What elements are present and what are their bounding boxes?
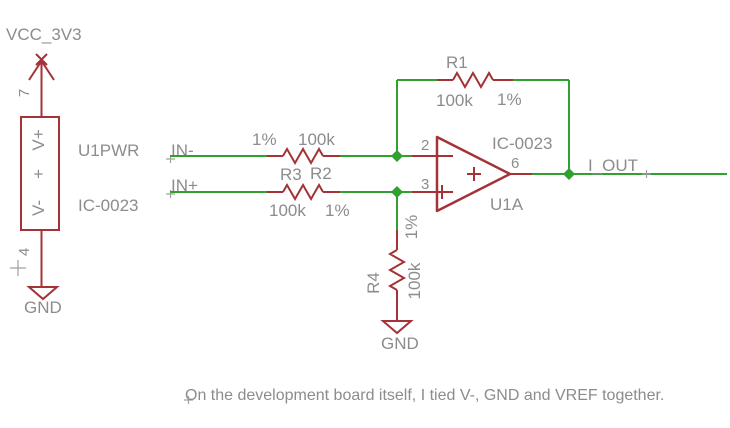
r1-zigzag [452, 70, 494, 90]
power-box-value: IC-0023 [78, 196, 138, 215]
pin2-number: 2 [421, 137, 429, 154]
caption-area: On the development board itself, I tied … [184, 387, 664, 404]
pin3-number: 3 [421, 176, 429, 193]
ic-power-box: V+ + V- U1PWR IC-0023 [20, 116, 139, 231]
r2-tolerance-label: 1% [252, 130, 277, 149]
in-minus-label: IN- [171, 141, 194, 160]
i-out-origin-cross-icon [642, 170, 651, 178]
left-ground-symbol: 4 GND [10, 230, 62, 317]
caption-origin-cross-icon [184, 396, 193, 404]
r4-value-label: 100k [405, 262, 424, 299]
r2-name-label: R2 [310, 164, 332, 183]
opamp-u1a: 2 3 6 IC-0023 U1A [412, 134, 552, 214]
in-plus-label: IN+ [171, 176, 198, 195]
r4-name-label: R4 [364, 272, 383, 294]
pin6-number: 6 [511, 155, 519, 172]
opamp-triangle [435, 135, 512, 213]
r1-name-label: R1 [446, 53, 468, 72]
r3-zigzag [282, 182, 324, 202]
junction-pin2 [391, 150, 403, 162]
i-out-label: I_OUT [588, 156, 638, 175]
r4-gnd-triangle-icon [380, 320, 414, 335]
power-box-ref: U1PWR [78, 141, 139, 160]
power-box-vminus-label: V- [29, 200, 48, 216]
r3-name-label: R3 [280, 165, 302, 184]
r4-tolerance-label: 1% [402, 215, 421, 240]
r1-value-label: 100k [436, 91, 473, 110]
r1-tolerance-label: 1% [497, 90, 522, 109]
r2-value-label: 100k [298, 130, 335, 149]
vcc-power-symbol: VCC_3V3 7 [6, 25, 82, 117]
pin7-number: 7 [16, 89, 33, 97]
pin4-number: 4 [16, 248, 33, 256]
in-plus-net: IN+ R3 100k 1% [166, 165, 412, 220]
feedback-loop: R1 100k 1% [396, 53, 570, 174]
output-net: I_OUT [532, 156, 727, 178]
origin-cross-icon [10, 260, 26, 276]
power-box-outline [20, 116, 60, 231]
power-box-vplus-label: V+ [29, 129, 48, 150]
gnd-triangle-icon [26, 286, 60, 301]
r3-value-label: 100k [269, 201, 306, 220]
gnd-label: GND [24, 298, 62, 317]
r3-tolerance-label: 1% [325, 201, 350, 220]
vcc-net-label: VCC_3V3 [6, 25, 82, 44]
opamp-gate-label: U1A [490, 195, 524, 214]
r4-to-ground: 1% 100k R4 GND [364, 192, 424, 353]
r4-gnd-label: GND [381, 334, 419, 353]
r2-zigzag [282, 146, 324, 166]
power-box-plus-label: + [29, 169, 48, 179]
r4-zigzag [387, 249, 407, 291]
opamp-part-label: IC-0023 [492, 134, 552, 153]
opamp-center-plus-icon [467, 167, 481, 181]
in-minus-net: IN- 1% 100k R2 [166, 130, 412, 183]
caption-text: On the development board itself, I tied … [185, 387, 664, 404]
junction-output [563, 168, 575, 180]
